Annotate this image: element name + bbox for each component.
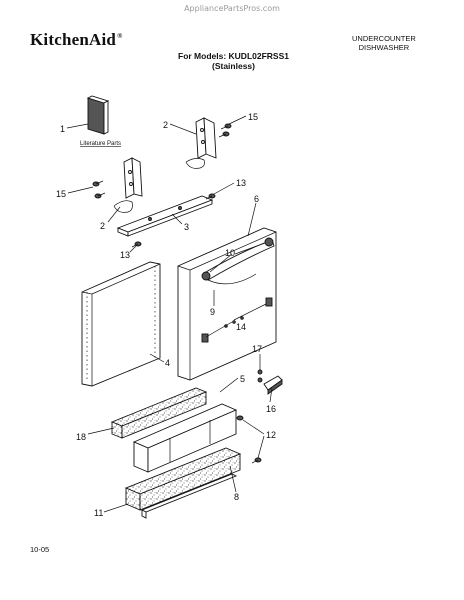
screw-set-upper-part: [218, 123, 232, 138]
date-code: 10-05: [30, 545, 50, 554]
hinge-bracket-right-part: [185, 117, 217, 169]
callout-9: 9: [210, 307, 215, 317]
door-handle-part: [205, 239, 275, 285]
callout-6: 6: [254, 194, 259, 204]
callout-1: 1: [60, 124, 65, 134]
callout-14: 14: [236, 322, 246, 332]
brand-name: KitchenAid: [30, 30, 117, 49]
callout-10: 10: [225, 248, 235, 258]
toe-strip-part: [140, 473, 238, 519]
screw-set-left-part: [92, 180, 106, 199]
top-channel-rail-part: [116, 195, 214, 237]
callout-15-upper: 15: [248, 112, 258, 122]
callout-12: 12: [266, 430, 276, 440]
callout-11: 11: [94, 508, 103, 518]
inner-door-panel-part: [81, 261, 161, 387]
handle-caps-part: [201, 237, 274, 281]
screw-13-lower-part: [131, 241, 142, 248]
literature-booklet-part: [86, 95, 110, 135]
brand-logo: KitchenAid®: [30, 30, 123, 50]
callout-15-left: 15: [56, 189, 66, 199]
model-number: For Models: KUDL02FRSS1: [178, 51, 289, 61]
callout-18: 18: [76, 432, 86, 442]
product-type-line2: DISHWASHER: [358, 43, 410, 52]
callout-8: 8: [234, 492, 239, 502]
insulation-pad-upper-part: [110, 387, 208, 439]
kick-panel-part: [132, 403, 238, 473]
callout-2-upper: 2: [163, 120, 168, 130]
leader-lines: [66, 115, 273, 513]
product-type: UNDERCOUNTER DISHWASHER: [352, 34, 416, 52]
hinge-bracket-left-part: [113, 157, 143, 213]
insulation-pad-lower-part: [124, 447, 242, 511]
watermark-text: AppliancePartsPros.com: [184, 4, 280, 13]
callout-13-upper: 13: [236, 178, 246, 188]
callout-16: 16: [266, 404, 276, 414]
model-finish: (Stainless): [212, 61, 255, 71]
model-info: For Models: KUDL02FRSS1 (Stainless): [178, 51, 289, 71]
screw-13-upper-part: [205, 193, 216, 200]
registered-mark: ®: [117, 32, 123, 41]
spacers-part: [201, 297, 273, 343]
callout-17: 17: [252, 344, 262, 354]
latch-fasteners-part: [257, 369, 263, 383]
product-type-line1: UNDERCOUNTER: [352, 34, 416, 43]
callout-4: 4: [165, 358, 170, 368]
screw-12-part: [236, 415, 262, 464]
callout-13-lower: 13: [120, 250, 130, 260]
callout-2-left: 2: [100, 221, 105, 231]
callout-numbers: 1 2 15 15 2 13 3 13 6 10 9 14 4 17 5 16 …: [56, 112, 276, 518]
latch-cover-part: [263, 375, 283, 395]
callout-3: 3: [184, 222, 189, 232]
literature-parts-label: Literature Parts: [80, 141, 121, 147]
callout-5: 5: [240, 374, 245, 384]
